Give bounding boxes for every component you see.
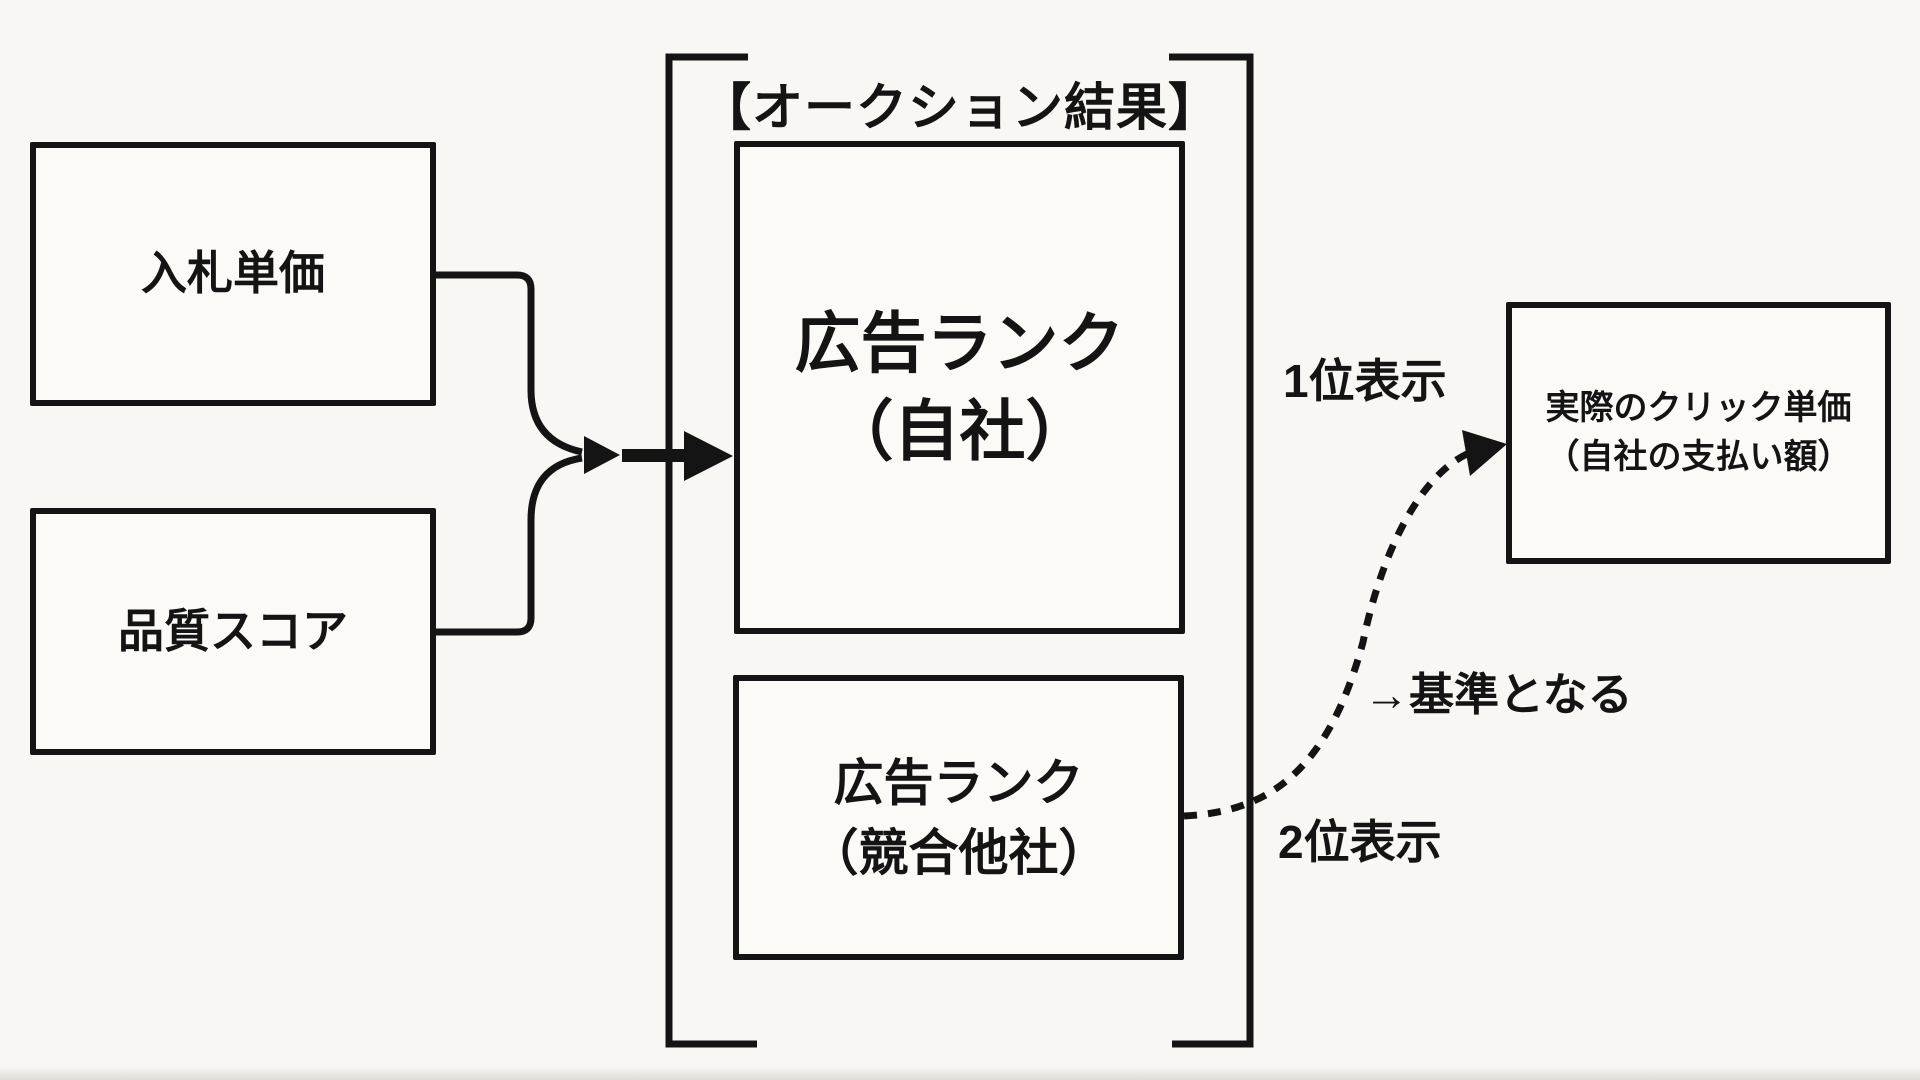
merge-arrowhead-large-icon bbox=[684, 431, 733, 481]
actual-cpc-line2: （自社の支払い額） bbox=[1545, 438, 1852, 476]
second-place-label: 2位表示 bbox=[1278, 816, 1442, 868]
first-place-label: 1位表示 bbox=[1283, 355, 1447, 407]
bid-price-label: 入札単価 bbox=[141, 247, 325, 300]
connector-bid-to-merge bbox=[434, 271, 583, 456]
merge-arrow-shaft bbox=[622, 449, 690, 462]
actual-cpc-line1: 実際のクリック単価 bbox=[1545, 388, 1852, 427]
merge-arrowhead-small-icon bbox=[584, 436, 620, 474]
dashed-arrowhead-icon bbox=[1462, 430, 1507, 476]
quality-score-box: 品質スコア bbox=[30, 508, 436, 755]
auction-bracket-left bbox=[665, 53, 757, 1048]
own-ad-rank-line1: 広告ランク bbox=[794, 306, 1125, 381]
auction-result-title: 【オークション結果】 bbox=[699, 79, 1220, 136]
bid-price-box: 入札単価 bbox=[30, 142, 436, 406]
quality-score-label: 品質スコア bbox=[118, 604, 348, 657]
page-bottom-edge bbox=[0, 1066, 1920, 1080]
actual-cpc-box: 実際のクリック単価 （自社の支払い額） bbox=[1506, 302, 1891, 564]
benchmark-label: →基準となる bbox=[1364, 669, 1633, 720]
own-ad-rank-line2: （自社） bbox=[827, 393, 1092, 468]
auction-bracket-right bbox=[1169, 53, 1254, 1048]
competitor-ad-rank-box: 広告ランク （競合他社） bbox=[733, 675, 1184, 960]
connector-competitor-to-cpc-dashed bbox=[1183, 443, 1490, 820]
connector-quality-to-merge bbox=[434, 454, 583, 636]
competitor-ad-rank-line2: （競合他社） bbox=[808, 824, 1109, 881]
own-ad-rank-box: 広告ランク （自社） bbox=[734, 141, 1185, 634]
competitor-ad-rank-line1: 広告ランク bbox=[833, 754, 1084, 811]
